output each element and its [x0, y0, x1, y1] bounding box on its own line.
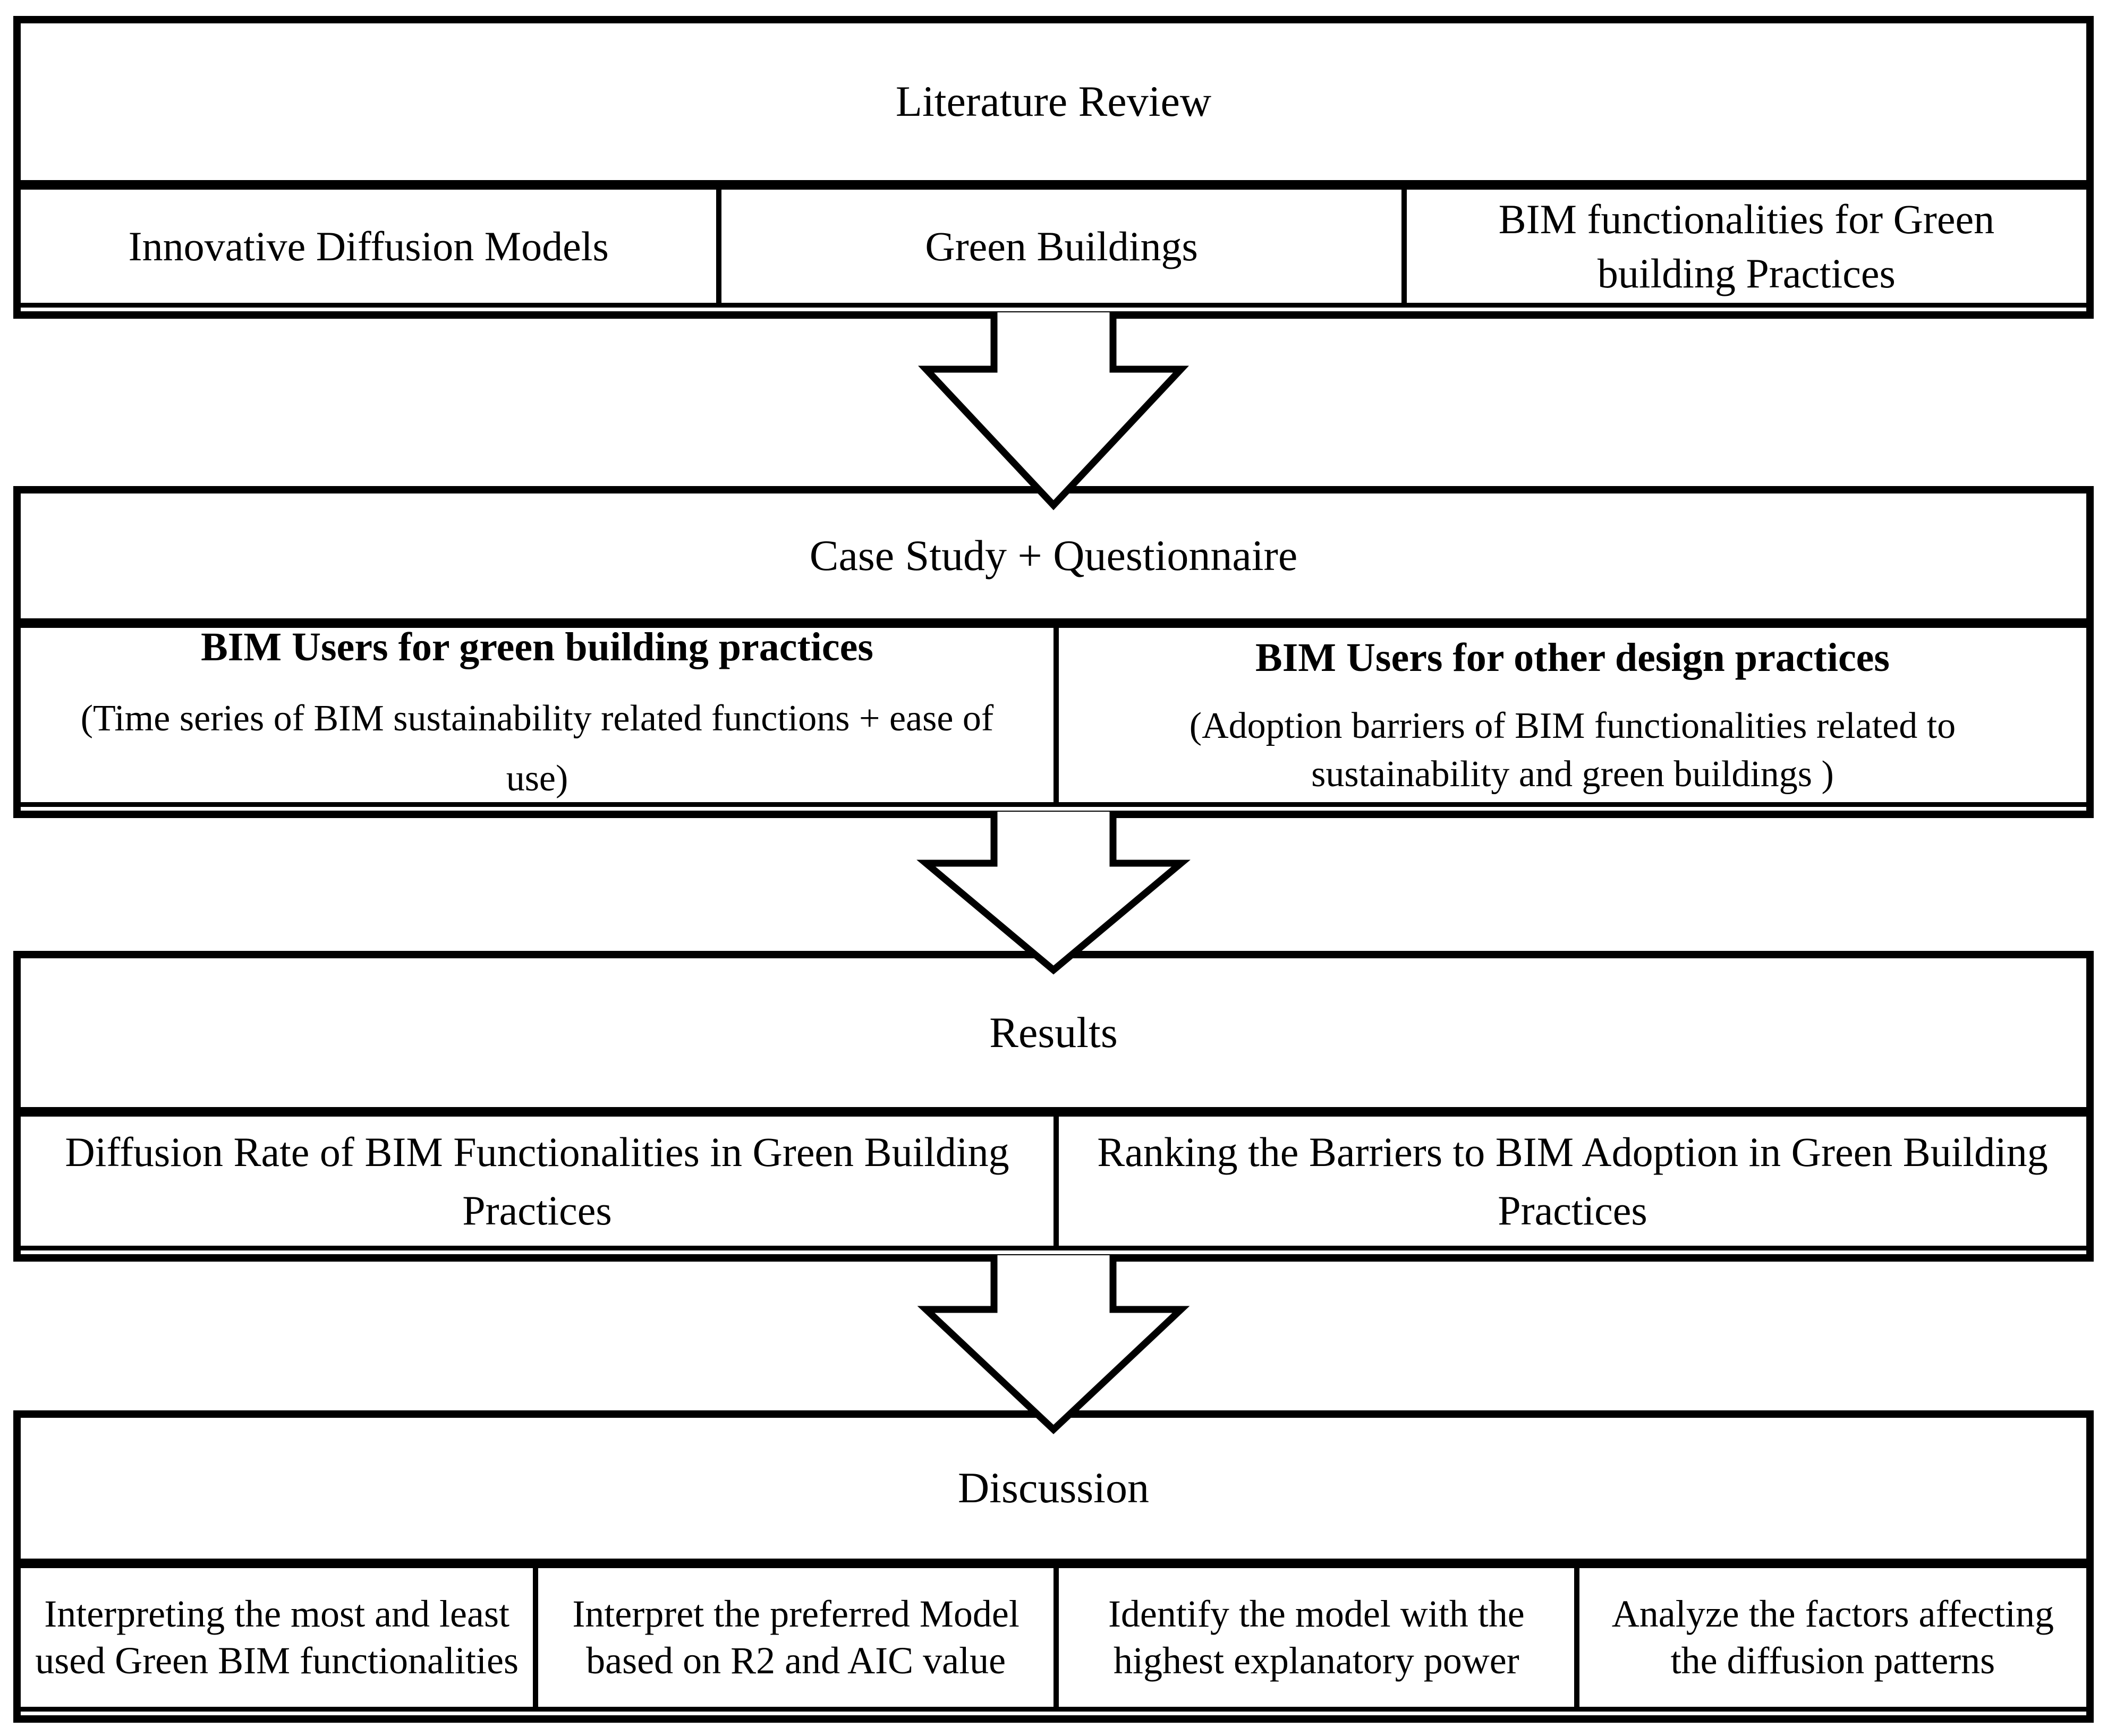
down-arrow-icon: [13, 308, 2094, 510]
section-title: Discussion: [958, 1463, 1149, 1512]
section-discussion: Discussion Interpreting the most and lea…: [13, 1410, 2094, 1723]
section-title: Case Study + Questionnaire: [809, 531, 1298, 580]
cell-title: BIM Users for other design practices: [1255, 635, 1890, 680]
cell-bim-functionalities: BIM functionalities for Green building P…: [1401, 185, 2086, 308]
cell-interpret-preferred-model: Interpret the preferred Model based on R…: [533, 1564, 1054, 1712]
cell-analyze-factors: Analyze the factors affecting the diffus…: [1574, 1564, 2086, 1712]
cell-subtitle: (Time series of BIM sustainability relat…: [80, 698, 994, 799]
section-case-study-questionnaire: Case Study + Questionnaire BIM Users for…: [13, 486, 2094, 818]
cell-title: BIM Users for green building practices: [201, 625, 873, 670]
cell-innovative-diffusion-models: Innovative Diffusion Models: [21, 185, 717, 308]
flowchart: Literature Review Innovative Diffusion M…: [13, 16, 2094, 1723]
section-row: BIM Users for green building practices (…: [21, 618, 2086, 807]
cell-identify-model: Identify the model with the highest expl…: [1053, 1564, 1574, 1712]
section-results: Results Diffusion Rate of BIM Functional…: [13, 951, 2094, 1262]
cell-green-buildings: Green Buildings: [716, 185, 1401, 308]
cell-ranking-barriers: Ranking the Barriers to BIM Adoption in …: [1054, 1112, 2086, 1250]
section-row: Innovative Diffusion Models Green Buildi…: [21, 180, 2086, 308]
section-row: Interpreting the most and least used Gre…: [21, 1559, 2086, 1712]
cell-diffusion-rate: Diffusion Rate of BIM Functionalities in…: [21, 1112, 1054, 1250]
cell-subtitle: (Adoption barriers of BIM functionalitie…: [1189, 705, 1956, 795]
cell-interpreting-functionalities: Interpreting the most and least used Gre…: [21, 1564, 533, 1712]
down-arrow-icon: [13, 1251, 2094, 1434]
down-arrow-icon: [13, 807, 2094, 975]
section-literature-review: Literature Review Innovative Diffusion M…: [13, 16, 2094, 319]
cell-bim-users-other: BIM Users for other design practices (Ad…: [1054, 624, 2086, 807]
section-title: Literature Review: [895, 77, 1212, 126]
section-row: Diffusion Rate of BIM Functionalities in…: [21, 1107, 2086, 1250]
cell-bim-users-green: BIM Users for green building practices (…: [21, 624, 1054, 807]
section-title: Results: [989, 1008, 1118, 1057]
